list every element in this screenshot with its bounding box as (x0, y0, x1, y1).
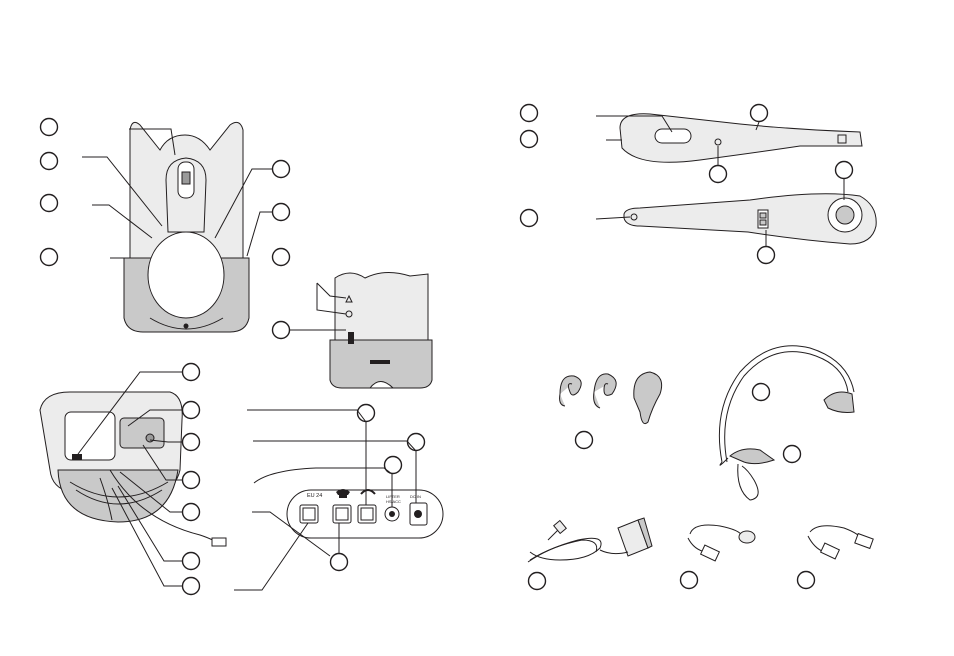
cable-accessory-1 (681, 525, 756, 589)
port-lifter-label-2: HS ACC (386, 499, 401, 504)
cable-accessory-2 (798, 526, 874, 589)
headset-side-view (620, 114, 862, 163)
connector-panel: EU 24 LIFTER HS ACC DC IN (287, 489, 443, 538)
base-unit-side (290, 272, 432, 388)
port-eu24-label: EU 24 (307, 493, 322, 499)
base-unit-front (124, 122, 249, 332)
headband (719, 346, 854, 500)
power-adapter (528, 518, 652, 590)
earhooks (560, 372, 662, 449)
headset-boom-view (624, 194, 876, 244)
